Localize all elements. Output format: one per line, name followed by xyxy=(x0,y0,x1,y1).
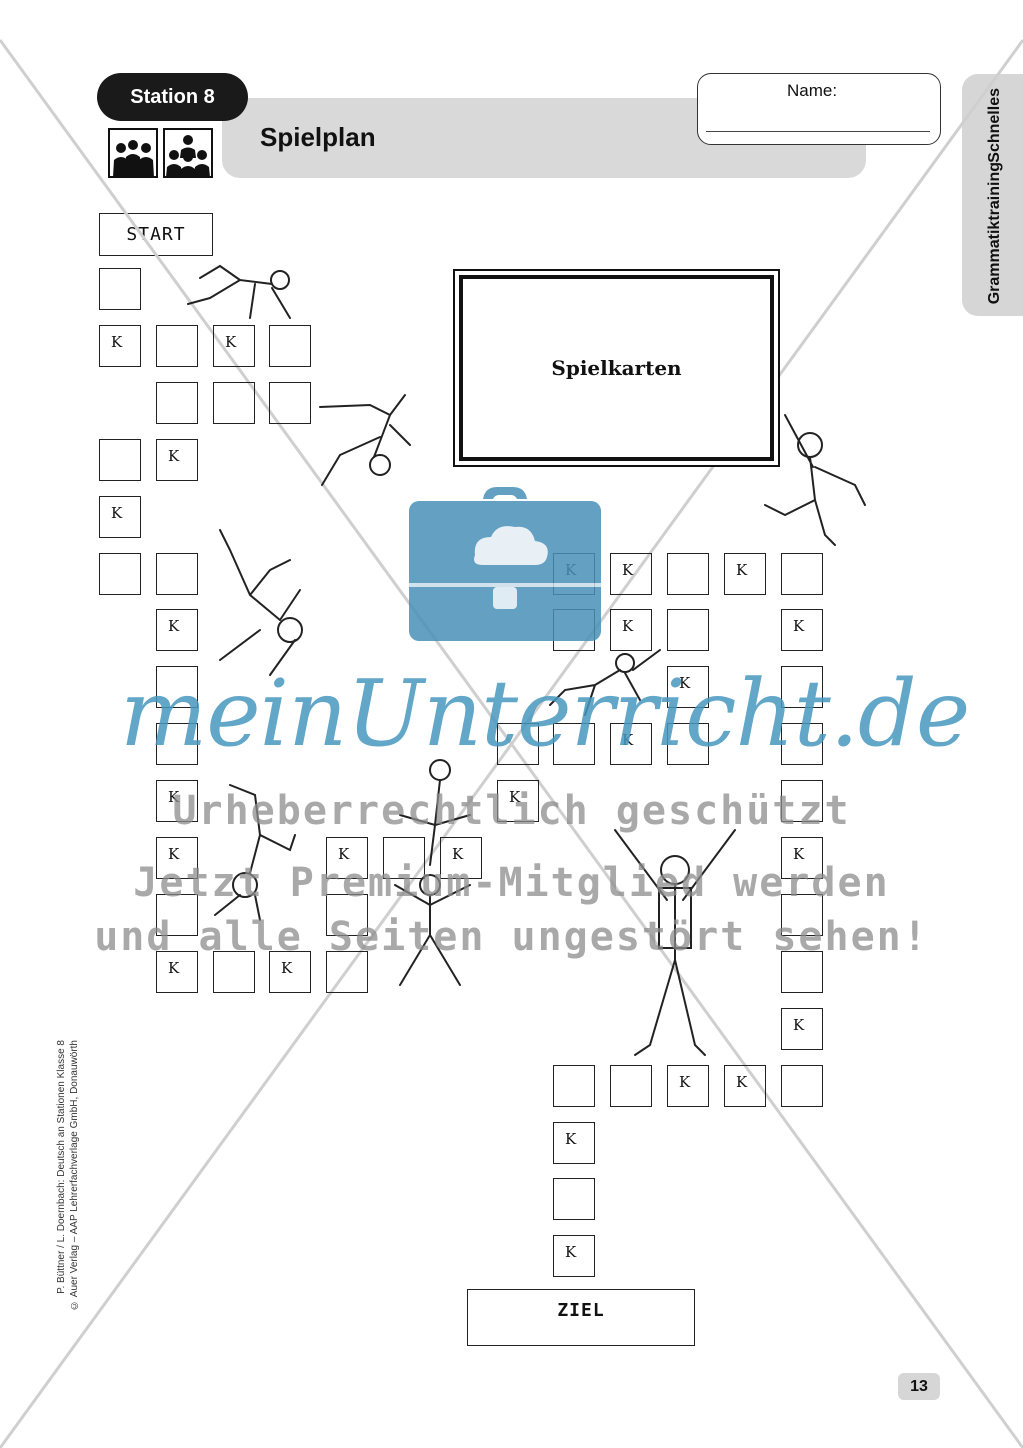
card-square: K xyxy=(781,609,823,651)
board-square xyxy=(781,1065,823,1107)
card-square: K xyxy=(99,496,141,538)
name-label: Name: xyxy=(787,81,838,100)
copyright-credit: P. Büttner / L. Doernbach: Deutsch an St… xyxy=(48,1040,88,1352)
name-field[interactable] xyxy=(706,131,930,132)
goal-field: ZIEL xyxy=(467,1289,695,1346)
card-stack-area: Spielkarten xyxy=(453,269,780,467)
board-square xyxy=(99,553,141,595)
board-square xyxy=(269,382,311,424)
board-square xyxy=(156,553,198,595)
board-square xyxy=(553,1178,595,1220)
card-square: K xyxy=(724,1065,766,1107)
card-square: K xyxy=(781,1008,823,1050)
card-stack-label: Spielkarten xyxy=(459,275,774,461)
station-badge: Station 8 xyxy=(97,73,248,121)
board-square xyxy=(156,382,198,424)
page-number: 13 xyxy=(898,1373,940,1400)
card-square: K xyxy=(213,325,255,367)
tumbling-child-illustration xyxy=(319,394,411,486)
watermark-line-2: Jetzt Premium-Mitglied werden xyxy=(133,860,890,906)
board-square xyxy=(553,1065,595,1107)
briefcase-cloud-logo xyxy=(409,487,601,641)
board-square xyxy=(269,325,311,367)
child-figure-illustration xyxy=(187,264,291,319)
card-square: K xyxy=(553,1122,595,1164)
board-square xyxy=(667,553,709,595)
card-square: K xyxy=(553,1235,595,1277)
board-square xyxy=(213,382,255,424)
watermark-line-3: und alle Seiten ungestört sehen! xyxy=(94,914,929,960)
group-work-icon xyxy=(108,128,213,178)
side-tab-label: Schnelles Grammatiktraining xyxy=(967,88,1021,305)
watermark-line-1: Urheberrechtlich geschützt xyxy=(172,788,851,834)
watermark-brand: meinUnterricht.de xyxy=(120,660,970,767)
jumping-child-illustration xyxy=(764,414,866,546)
board-square xyxy=(781,553,823,595)
start-field: START xyxy=(99,213,213,256)
credit-line-2: © Auer Verlag – AAP Lehrerfachverlage Gm… xyxy=(69,1040,80,1311)
board-square xyxy=(156,325,198,367)
page-title: Spielplan xyxy=(260,122,376,152)
board-square xyxy=(610,1065,652,1107)
card-square: K xyxy=(610,553,652,595)
side-tab-line-1: Schnelles xyxy=(985,87,1003,163)
card-square: K xyxy=(99,325,141,367)
board-square xyxy=(99,268,141,310)
side-tab-line-2: Grammatiktraining xyxy=(985,162,1003,305)
card-square: K xyxy=(667,1065,709,1107)
card-square: K xyxy=(724,553,766,595)
card-square: K xyxy=(156,609,198,651)
card-square: K xyxy=(156,439,198,481)
board-square xyxy=(667,609,709,651)
board-square xyxy=(99,439,141,481)
credit-line-1: P. Büttner / L. Doernbach: Deutsch an St… xyxy=(56,1040,67,1294)
